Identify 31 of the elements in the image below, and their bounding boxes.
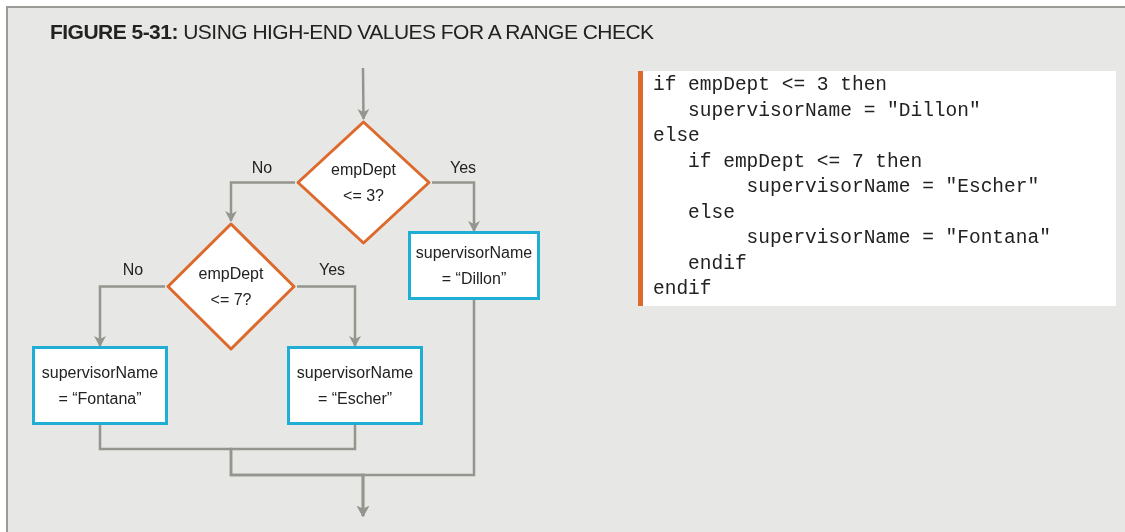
edge-label: No [251,158,273,178]
code-line: if empDept <= 7 then [687,149,923,175]
arrow [357,68,370,120]
arrow [297,285,361,347]
decision-diamond [165,221,297,352]
arrow [432,181,480,232]
node-text: supervisorName = “Escher” [295,362,415,409]
code-line: supervisorName = "Escher" [745,175,1040,200]
node-text: empDept <= 7? [197,263,265,310]
decision-diamond [295,119,432,246]
edge-label: Yes [318,260,346,280]
figure-title: FIGURE 5-31: USING HIGH-END VALUES FOR A RANGE CHECK [50,19,654,45]
node-text: empDept <= 3? [330,159,397,206]
code-line: endif [653,277,712,302]
process-box [408,231,540,300]
edge-label: No [122,260,144,280]
arrow [225,181,295,222]
code-line: supervisorName = "Dillon" [687,98,981,124]
node-text: supervisorName = “Fontana” [40,362,160,409]
edge-label: Yes [449,158,477,178]
node-text: supervisorName = “Dillon” [414,242,534,289]
code-line: endif [687,251,747,277]
arrow [94,285,165,347]
code-line: if empDept <= 3 then [653,73,888,98]
arrow [357,300,476,517]
process-box [287,346,423,425]
code-line: supervisorName = "Fontana" [745,226,1051,251]
process-box [32,346,168,425]
code-line: else [687,200,735,226]
code-panel [638,71,1116,306]
code-line: else [653,124,700,149]
